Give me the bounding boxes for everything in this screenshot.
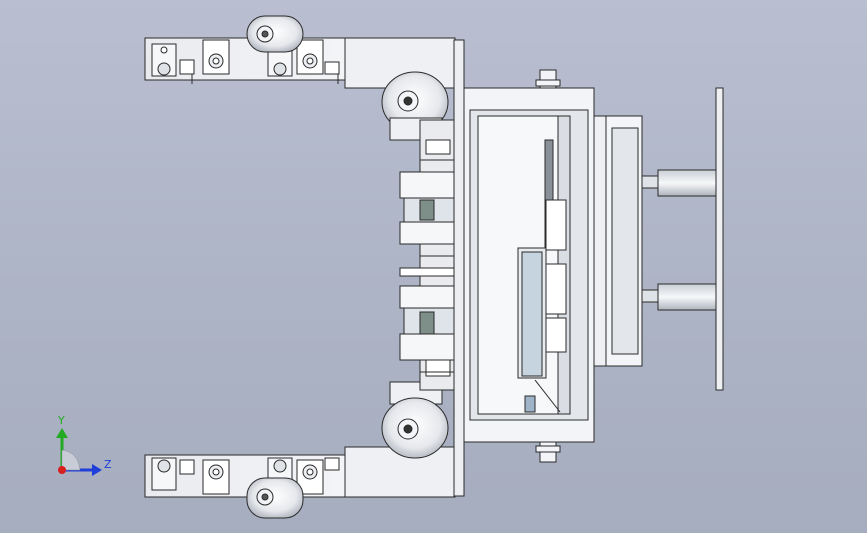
xy-plane-icon (61, 449, 81, 471)
y-axis-label: Y (57, 414, 65, 427)
motor-flange (593, 115, 643, 367)
end-plate (715, 87, 724, 391)
housing-bolts (535, 69, 561, 463)
origin-marker (58, 466, 66, 474)
axis-triad-icon: Y Z (56, 414, 112, 476)
y-axis-arrowhead (56, 428, 68, 438)
z-axis-arrowhead (92, 464, 102, 476)
z-axis-label: Z (104, 458, 112, 471)
upper-guide-wheel (381, 71, 449, 141)
lower-guide-wheel (381, 381, 449, 459)
top-idler-wheel (246, 15, 304, 53)
top-fork-arm (144, 37, 456, 89)
cylinder-rods (641, 169, 717, 311)
mounting-plate (453, 39, 465, 497)
main-housing (463, 87, 595, 443)
bottom-idler-wheel (246, 477, 304, 519)
center-clamp-column (399, 119, 455, 391)
